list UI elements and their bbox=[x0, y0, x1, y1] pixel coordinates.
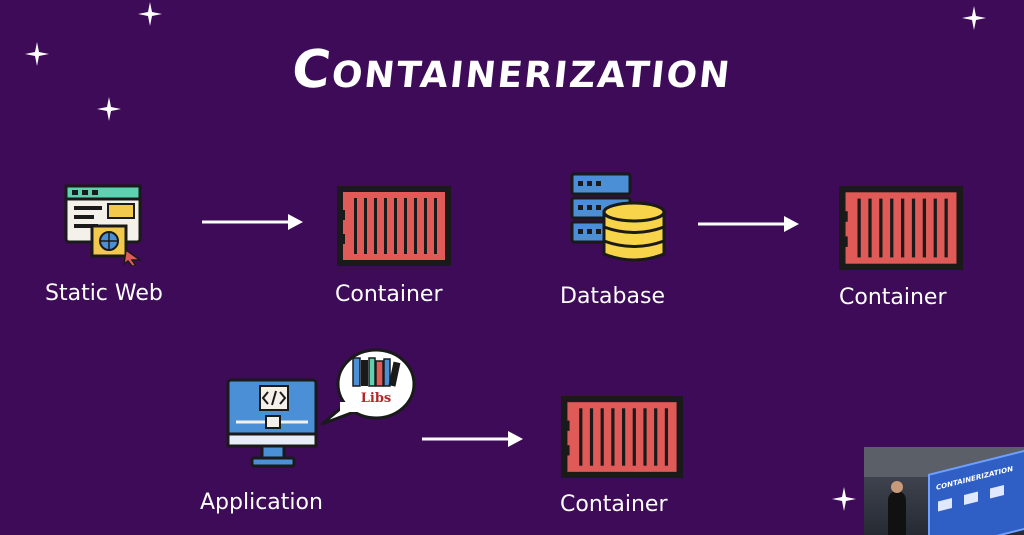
slide-title: Containerization bbox=[289, 40, 735, 100]
container-icon bbox=[839, 186, 963, 270]
sparkle-icon bbox=[962, 6, 986, 30]
container-icon bbox=[561, 396, 683, 478]
node-label-database: Database bbox=[560, 284, 665, 309]
presenter bbox=[888, 491, 906, 535]
arrow-icon bbox=[422, 431, 523, 447]
sparkle-icon bbox=[138, 2, 162, 26]
container-icon bbox=[337, 186, 451, 266]
arrow-icon bbox=[698, 216, 799, 232]
node-label-container-2: Container bbox=[839, 285, 947, 310]
node-label-container-1: Container bbox=[335, 282, 443, 307]
books-icon bbox=[352, 357, 401, 387]
mini-icon bbox=[964, 491, 978, 505]
libs-bubble: Libs bbox=[318, 346, 418, 428]
sparkle-icon bbox=[97, 97, 121, 121]
node-label-static-web: Static Web bbox=[45, 281, 163, 306]
node-label-application: Application bbox=[200, 490, 323, 515]
webcam-overlay: CONTAINERIZATION bbox=[864, 447, 1024, 535]
arrow-icon bbox=[202, 214, 303, 230]
mini-icon bbox=[990, 485, 1004, 499]
sparkle-icon bbox=[25, 42, 49, 66]
libs-label: Libs bbox=[360, 391, 392, 406]
sparkle-icon bbox=[832, 487, 856, 511]
mini-icon bbox=[938, 497, 952, 512]
database-icon bbox=[570, 172, 666, 262]
node-label-container-3: Container bbox=[560, 492, 668, 517]
presenter-head bbox=[891, 481, 903, 493]
static-web-icon bbox=[64, 184, 143, 266]
application-icon bbox=[226, 378, 318, 468]
